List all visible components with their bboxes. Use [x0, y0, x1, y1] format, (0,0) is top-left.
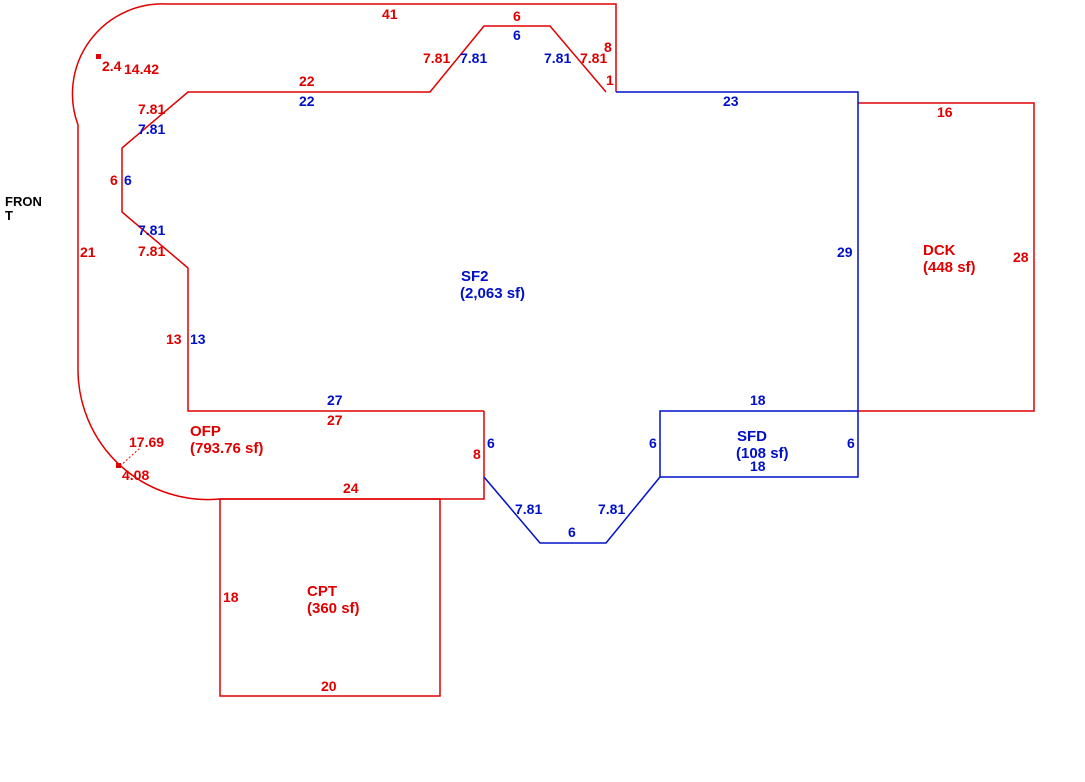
- blue-dim-right-29: 29: [837, 244, 853, 260]
- blue-dim-sfd-18-top: 18: [750, 392, 766, 408]
- ofp-area-size: (793.76 sf): [190, 440, 263, 457]
- arc-marker-top: [96, 54, 101, 59]
- red-dim-ofp-27: 27: [327, 412, 343, 428]
- ofp-area-name: OFP: [190, 423, 221, 440]
- blue-dim-bump-781-left: 7.81: [515, 501, 542, 517]
- red-dim-ofp-24: 24: [343, 480, 359, 496]
- cpt-outline: [219, 498, 441, 697]
- blue-dim-bottom-27: 27: [327, 392, 343, 408]
- blue-dim-left-781a: 7.81: [460, 50, 487, 66]
- sf2-outline-right: [483, 91, 859, 544]
- sfd-area-name: SFD: [737, 428, 767, 445]
- ofp-outer-boundary: [71, 3, 617, 501]
- sf2-area-size: (2,063 sf): [460, 285, 525, 302]
- red-dim-cpt-18: 18: [223, 589, 239, 605]
- red-dim-top-22: 22: [299, 73, 315, 89]
- red-dim-left-781a: 7.81: [423, 50, 450, 66]
- front-label-line2: T: [5, 208, 13, 223]
- red-dim-ofp-8: 8: [473, 446, 481, 462]
- red-dim-front-21: 21: [80, 244, 96, 260]
- red-dim-dck-28: 28: [1013, 249, 1029, 265]
- blue-outlines: [483, 91, 859, 544]
- blue-dim-left-781b: 7.81: [138, 121, 165, 137]
- blue-dim-bump-781-right: 7.81: [598, 501, 625, 517]
- sf2-ofp-shared-walls: [121, 25, 607, 412]
- blue-dim-sfd-6-left: 6: [649, 435, 657, 451]
- blue-dim-left-13: 13: [190, 331, 206, 347]
- blue-dim-top-23: 23: [723, 93, 739, 109]
- sfd-outline: [659, 410, 858, 477]
- red-dim-2-4: 2.4: [102, 58, 122, 74]
- blue-dim-bump-6: 6: [568, 524, 576, 540]
- red-dim-17-69: 17.69: [129, 434, 164, 450]
- blue-dim-top-6: 6: [513, 27, 521, 43]
- red-dim-left-13: 13: [166, 331, 182, 347]
- blue-dim-left-781c: 7.81: [138, 222, 165, 238]
- front-label-line1: FRON: [5, 194, 42, 209]
- red-dim-top-41: 41: [382, 6, 398, 22]
- blue-dim-right-781a: 7.81: [544, 50, 571, 66]
- cpt-area-name: CPT: [307, 583, 337, 600]
- red-dim-cpt-20: 20: [321, 678, 337, 694]
- red-dim-right-781a: 7.81: [580, 50, 607, 66]
- arc-marker-bottom: [116, 463, 121, 468]
- dck-area-name: DCK: [923, 242, 956, 259]
- red-dim-dck-16: 16: [937, 104, 953, 120]
- sfd-area-size: (108 sf): [736, 445, 789, 462]
- blue-dim-sfd-6-right: 6: [847, 435, 855, 451]
- red-dim-14-42: 14.42: [124, 61, 159, 77]
- red-dim-top-6: 6: [513, 8, 521, 24]
- blue-dim-sfd-18-bottom: 18: [750, 458, 766, 474]
- red-dim-4-08: 4.08: [122, 467, 149, 483]
- red-dim-left-6: 6: [110, 172, 118, 188]
- sf2-area-name: SF2: [461, 268, 489, 285]
- cpt-area-size: (360 sf): [307, 600, 360, 617]
- red-dim-right-1: 1: [606, 72, 614, 88]
- red-dim-left-781c: 7.81: [138, 243, 165, 259]
- blue-dim-left-6: 6: [124, 172, 132, 188]
- blue-dim-top-22: 22: [299, 93, 315, 109]
- red-dim-right-8: 8: [604, 39, 612, 55]
- dck-area-size: (448 sf): [923, 259, 976, 276]
- dck-outline: [858, 102, 1035, 412]
- red-dim-left-781b: 7.81: [138, 101, 165, 117]
- arc-guide-dotted: [119, 447, 141, 467]
- blue-dim-left-6-bump: 6: [487, 435, 495, 451]
- red-outlines: [71, 3, 1035, 697]
